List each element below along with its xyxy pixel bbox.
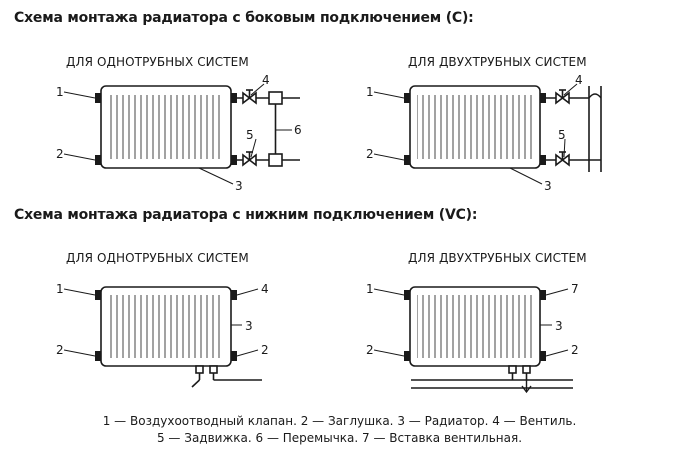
callout-2: 2 bbox=[56, 147, 64, 161]
bottom-connector-right bbox=[209, 365, 218, 374]
valve-insert-left bbox=[508, 365, 517, 374]
legend-line-2: 5 — Задвижка. 6 — Перемычка. 7 — Вставка… bbox=[156, 431, 523, 445]
radiator-body bbox=[100, 85, 232, 169]
callout-1: 1 bbox=[366, 282, 374, 296]
callout-3: 3 bbox=[235, 179, 243, 193]
callout-3: 3 bbox=[245, 319, 253, 333]
labels-bottom-single: 1 2 3 4 2 bbox=[56, 282, 269, 357]
bottom-single-pipe-subtitle: ДЛЯ ОДНОТРУБНЫХ СИСТЕМ bbox=[66, 251, 249, 265]
plug-right bbox=[231, 351, 237, 361]
radiator-fins bbox=[108, 295, 224, 358]
bottom-connector-left bbox=[195, 365, 204, 374]
air-valve-right bbox=[231, 290, 237, 300]
side-connection-heading: Схема монтажа радиатора с боковым подклю… bbox=[14, 10, 474, 26]
radiator-body bbox=[409, 85, 541, 169]
air-valve bbox=[95, 93, 101, 103]
plug-right bbox=[540, 351, 546, 361]
callout-3: 3 bbox=[555, 319, 563, 333]
radiator-fins bbox=[417, 295, 533, 358]
air-valve bbox=[95, 290, 101, 300]
callout-5: 5 bbox=[558, 128, 566, 142]
outlet-connector bbox=[231, 155, 237, 165]
callout-4: 4 bbox=[262, 73, 270, 87]
callout-4: 4 bbox=[575, 73, 583, 87]
callout-4: 4 bbox=[261, 282, 269, 296]
inlet-connector bbox=[540, 93, 546, 103]
air-valve bbox=[404, 290, 410, 300]
callout-2: 2 bbox=[56, 343, 64, 357]
plug bbox=[95, 155, 101, 165]
inlet-connector bbox=[231, 93, 237, 103]
callout-1: 1 bbox=[56, 85, 64, 99]
callout-1: 1 bbox=[366, 85, 374, 99]
outlet-connector bbox=[540, 155, 546, 165]
callout-6: 6 bbox=[294, 123, 302, 137]
callout-1: 1 bbox=[56, 282, 64, 296]
callout-2: 2 bbox=[366, 343, 374, 357]
bottom-connection-heading: Схема монтажа радиатора с нижним подключ… bbox=[14, 207, 478, 223]
plug bbox=[404, 351, 410, 361]
valve-insert-right bbox=[522, 365, 531, 374]
plug bbox=[95, 351, 101, 361]
air-valve bbox=[404, 93, 410, 103]
labels-bottom-double: 1 2 3 7 2 bbox=[366, 282, 579, 357]
callout-5: 5 bbox=[246, 128, 254, 142]
plug bbox=[404, 155, 410, 165]
radiator-fins bbox=[108, 95, 224, 159]
air-valve-right bbox=[540, 290, 546, 300]
bypass-tee-top bbox=[268, 91, 283, 105]
bypass-tee-bottom bbox=[268, 153, 283, 167]
callout-2: 2 bbox=[261, 343, 269, 357]
callout-2: 2 bbox=[571, 343, 579, 357]
side-single-pipe-subtitle: ДЛЯ ОДНОТРУБНЫХ СИСТЕМ bbox=[66, 55, 249, 69]
labels-side-double: 1 2 3 4 5 bbox=[366, 73, 583, 193]
labels-side-single: 1 2 3 4 5 6 bbox=[56, 73, 302, 193]
diagram-bottom-double bbox=[373, 286, 573, 394]
side-double-pipe-subtitle: ДЛЯ ДВУХТРУБНЫХ СИСТЕМ bbox=[408, 55, 587, 69]
callout-3: 3 bbox=[544, 179, 552, 193]
diagram-side-single bbox=[63, 83, 300, 185]
callout-2: 2 bbox=[366, 147, 374, 161]
bottom-double-pipe-subtitle: ДЛЯ ДВУХТРУБНЫХ СИСТЕМ bbox=[408, 251, 587, 265]
radiator-body bbox=[409, 286, 541, 367]
radiator-fins bbox=[417, 95, 533, 159]
diagram-side-double bbox=[373, 83, 602, 185]
legend-line-1: 1 — Воздухоотводный клапан. 2 — Заглушка… bbox=[102, 414, 577, 428]
diagram-bottom-single bbox=[63, 286, 262, 388]
radiator-body bbox=[100, 286, 232, 367]
callout-7: 7 bbox=[571, 282, 579, 296]
